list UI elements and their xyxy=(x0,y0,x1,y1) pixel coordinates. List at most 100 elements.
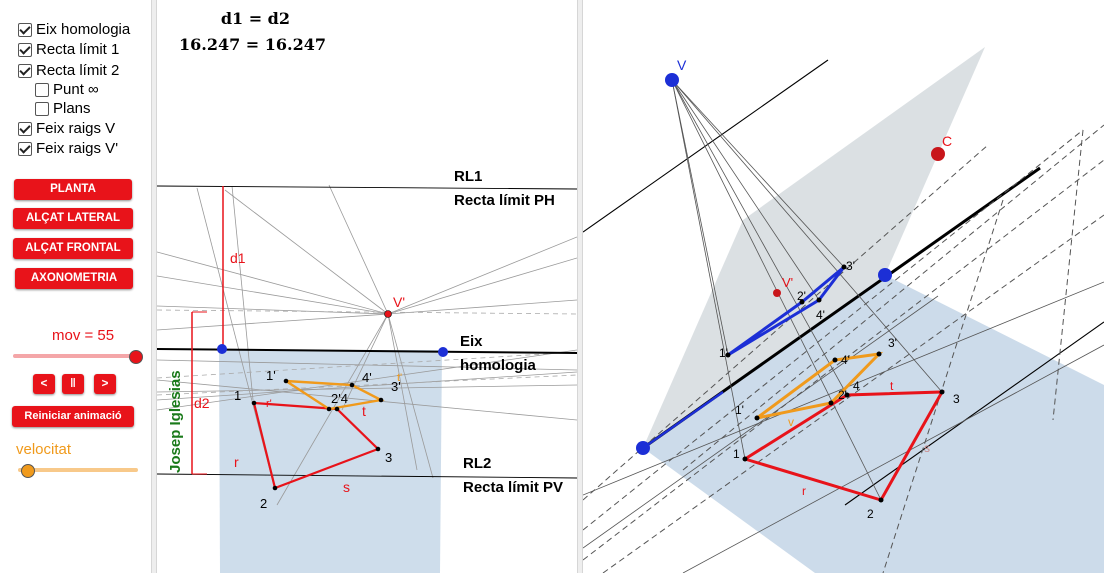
velocitat-label: velocitat xyxy=(16,441,72,458)
vprime-point-3d[interactable] xyxy=(773,289,781,297)
pause-button[interactable]: ‖ xyxy=(62,374,84,394)
line-label-s-3d: s xyxy=(924,441,930,455)
homology-2d-view[interactable]: RL1 Recta límit PH Eix homologia RL2 Rec… xyxy=(157,0,577,573)
point-label-2p-3d: 2' xyxy=(838,388,847,402)
point-label-4p-3d: 4' xyxy=(841,353,850,367)
vprime-label: V' xyxy=(393,294,405,310)
vertex-points-3d xyxy=(725,264,945,503)
checkbox-label: Recta límit 2 xyxy=(36,62,120,79)
vprime-label-3d: V' xyxy=(782,275,793,290)
checkbox-label: Plans xyxy=(53,100,91,117)
checkbox-icon[interactable] xyxy=(18,42,32,57)
homology-axis xyxy=(157,348,577,354)
line-label-tp: t' xyxy=(397,372,402,384)
limit-line-upper xyxy=(583,59,829,233)
v-point[interactable] xyxy=(665,73,679,87)
rl1-label: RL1 xyxy=(454,168,482,185)
point-label-4p: 4' xyxy=(362,370,372,385)
alcat-frontal-button[interactable]: ALÇAT FRONTAL xyxy=(13,238,133,259)
limit-line-rl1 xyxy=(157,185,577,190)
limit-line-lower xyxy=(844,321,1104,506)
rl2-description: Recta límit PV xyxy=(463,479,563,496)
checkbox-feix-raigs-vp[interactable]: Feix raigs V' xyxy=(18,140,118,157)
point-label-1-3d: 1 xyxy=(733,447,740,461)
axis-point-right[interactable] xyxy=(438,347,448,357)
mov-slider-handle[interactable] xyxy=(129,350,143,364)
checkbox-icon[interactable] xyxy=(18,22,32,37)
checkbox-icon[interactable] xyxy=(18,121,32,136)
panel-divider[interactable] xyxy=(151,0,157,573)
checkbox-icon[interactable] xyxy=(18,63,32,78)
checkbox-feix-raigs-v[interactable]: Feix raigs V xyxy=(18,120,115,137)
mov-slider-track[interactable] xyxy=(13,354,137,358)
point-label-1pp-3d: 1' xyxy=(719,346,728,360)
dashed-rays xyxy=(157,309,577,396)
next-button[interactable]: > xyxy=(94,374,116,394)
line-label-s: s xyxy=(343,479,350,495)
checkbox-icon[interactable] xyxy=(35,101,49,116)
checkbox-recta-limit-2[interactable]: Recta límit 2 xyxy=(18,62,119,79)
restart-animation-button[interactable]: Reiniciar animació xyxy=(12,406,134,427)
panel-divider[interactable] xyxy=(577,0,583,573)
checkbox-label: Recta límit 1 xyxy=(36,41,120,58)
velocitat-slider-handle[interactable] xyxy=(21,464,35,478)
point-label-1p-3d: 1' xyxy=(735,403,744,417)
point-label-24: 2'4 xyxy=(331,391,348,406)
axis-point-3d-right[interactable] xyxy=(878,268,892,282)
c-point[interactable] xyxy=(931,147,945,161)
planta-button[interactable]: PLANTA xyxy=(14,179,132,200)
axis-label-1: Eix xyxy=(460,333,483,350)
checkbox-plans[interactable]: Plans xyxy=(35,100,91,117)
axonometria-button[interactable]: AXONOMETRIA xyxy=(15,268,133,289)
checkbox-label: Feix raigs V xyxy=(36,120,116,137)
checkbox-recta-limit-1[interactable]: Recta límit 1 xyxy=(18,41,119,58)
v-label: V xyxy=(677,57,687,73)
point-label-3-3d: 3 xyxy=(953,392,960,406)
point-label-4-3d: 4 xyxy=(853,379,860,393)
point-label-1: 1 xyxy=(234,388,241,403)
line-label-rp: r' xyxy=(266,398,272,410)
mov-label: mov = 55 xyxy=(52,327,115,344)
author-signature: Josep Iglesias xyxy=(167,370,184,473)
line-label-t-3d: t xyxy=(890,379,894,393)
dashed-projection-lines xyxy=(583,124,1104,573)
point-label-2: 2 xyxy=(260,496,267,511)
point-label-3p-3d: 3' xyxy=(888,336,897,350)
point-label-2pp-3d: 2' xyxy=(797,289,806,303)
rl2-label: RL2 xyxy=(463,455,491,472)
vertical-plane xyxy=(643,47,985,448)
axis-label-2: homologia xyxy=(460,357,536,374)
point-label-1p: 1' xyxy=(266,368,276,383)
checkbox-label: Eix homologia xyxy=(36,21,131,38)
equation-line-2: 16.247 = 16.247 xyxy=(178,35,326,54)
point-label-3p: 3' xyxy=(391,379,401,394)
line-label-r-3d: r xyxy=(802,484,806,498)
axis-point-left[interactable] xyxy=(217,344,227,354)
checkbox-icon[interactable] xyxy=(35,82,49,97)
vertex-points xyxy=(251,378,384,491)
d1-label: d1 xyxy=(230,250,246,266)
rl1-description: Recta límit PH xyxy=(454,192,555,209)
d2-label: d2 xyxy=(194,395,210,411)
point-label-2-3d: 2 xyxy=(867,507,874,521)
checkbox-label: Punt ∞ xyxy=(53,81,99,98)
axis-point-3d-left[interactable] xyxy=(636,441,650,455)
line-label-r: r xyxy=(234,454,239,470)
c-label: C xyxy=(942,133,952,149)
previous-button[interactable]: < xyxy=(33,374,55,394)
plane-region xyxy=(219,350,442,573)
checkbox-label: Feix raigs V' xyxy=(36,140,119,157)
alcat-lateral-button[interactable]: ALÇAT LATERAL xyxy=(13,208,133,229)
line-label-v-3d: v xyxy=(788,415,794,429)
velocitat-slider-track[interactable] xyxy=(18,468,138,472)
control-panel: Eix homologia Recta límit 1 Recta límit … xyxy=(0,0,150,573)
vprime-point[interactable] xyxy=(384,310,392,318)
line-label-t: t xyxy=(362,403,366,419)
checkbox-punt-infinit[interactable]: Punt ∞ xyxy=(35,81,99,98)
axonometric-3d-view[interactable]: V C V' 1 2 3 4 1' 2' 3' 4' 3' 2' 4' 1' r… xyxy=(583,0,1104,573)
limit-line-rl2 xyxy=(157,473,577,479)
checkbox-eix-homologia[interactable]: Eix homologia xyxy=(18,21,130,38)
horizontal-plane xyxy=(643,275,1104,573)
checkbox-icon[interactable] xyxy=(18,141,32,156)
point-label-3pp-3d: 3' xyxy=(846,259,855,273)
